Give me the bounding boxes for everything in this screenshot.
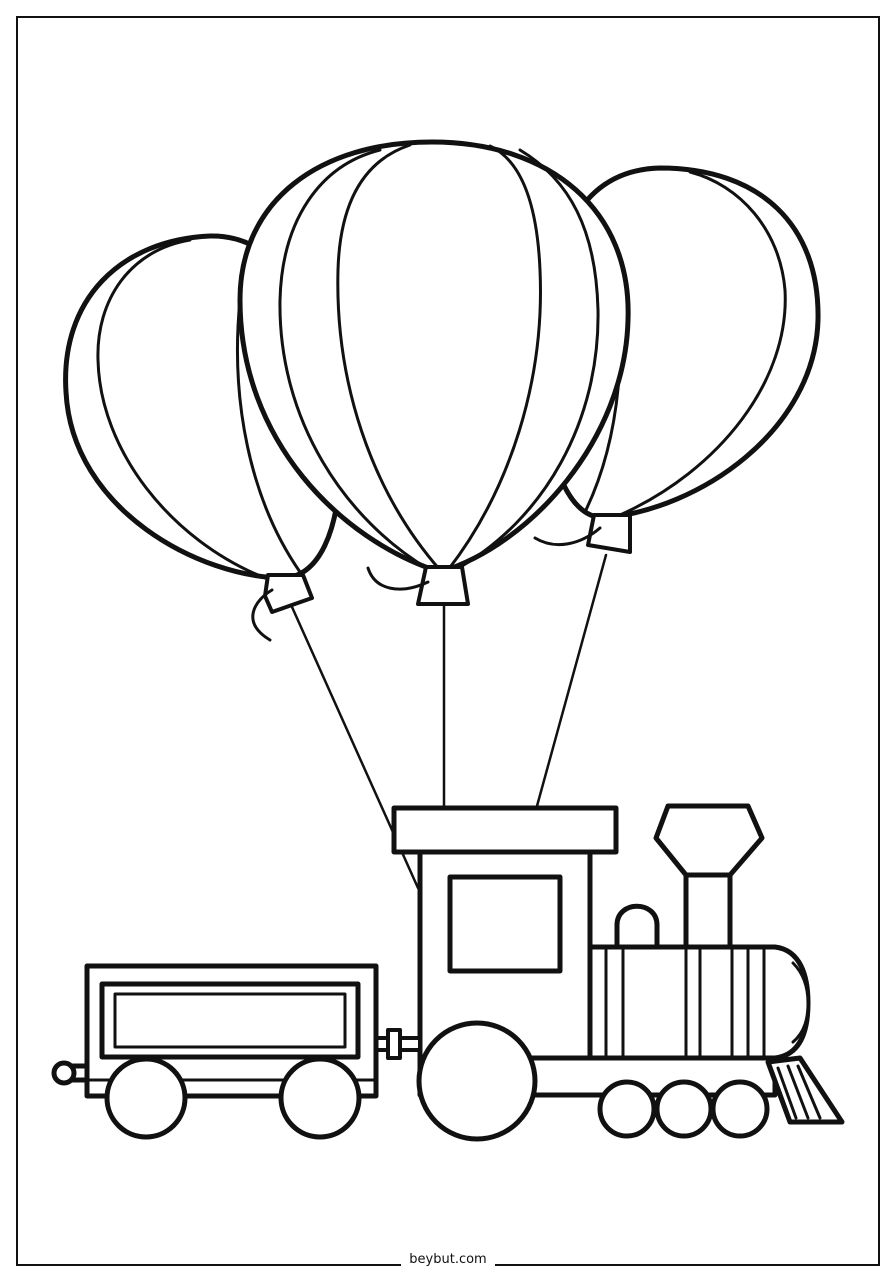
locomotive — [394, 806, 842, 1139]
footer-watermark[interactable]: beybut.com — [0, 1250, 896, 1270]
wagon — [54, 966, 376, 1137]
coupling — [374, 1030, 420, 1058]
footer-link[interactable]: beybut.com — [401, 1252, 495, 1267]
center-balloon — [240, 142, 628, 604]
